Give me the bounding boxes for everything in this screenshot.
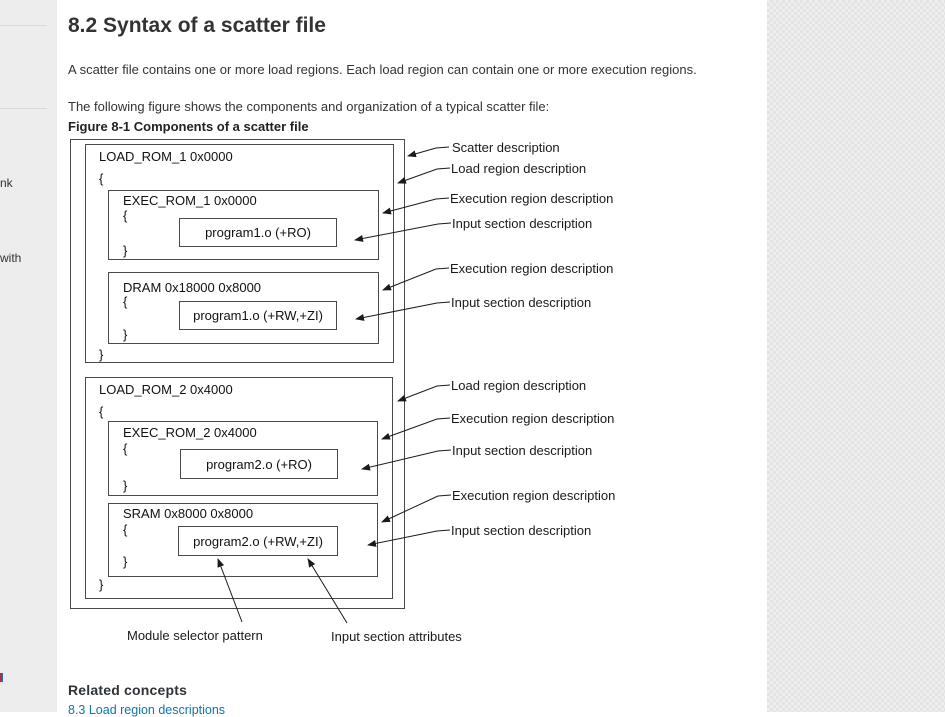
annotation-label: Input section description [452,443,593,458]
exec-region-2-title: DRAM 0x18000 0x8000 [123,280,262,295]
annotation-label: Execution region description [450,191,614,206]
annotation-label: Execution region description [452,488,616,503]
open-brace: { [123,522,128,537]
annotation-label: Load region description [451,378,587,393]
related-concept-link[interactable]: 8.3 Load region descriptions [68,703,226,717]
nav-sidebar: nk with [0,0,57,712]
background-texture-panel [767,0,945,712]
open-brace: { [99,171,104,186]
annotation-label: Execution region description [451,411,615,426]
scatter-file-diagram: LOAD_ROM_1 0x0000 { EXEC_ROM_1 0x0000 { … [57,0,767,712]
sidebar-item-fragment[interactable]: with [0,251,22,265]
exec-region-3-title: EXEC_ROM_2 0x4000 [123,425,257,440]
content-area: 8.2 Syntax of a scatter file A scatter f… [57,0,767,717]
annotation-label: Input section description [451,523,592,538]
close-brace: } [123,327,128,342]
close-brace: } [123,243,128,258]
open-brace: { [99,404,104,419]
figure-caption: Figure 8-1 Components of a scatter file [68,119,309,134]
input-section-4-box: program2.o (+RW,+ZI) [178,526,338,556]
intro-paragraph: A scatter file contains one or more load… [68,62,697,77]
annotation-label: Input section description [451,295,592,310]
related-concepts-heading: Related concepts [68,682,188,698]
page-title: 8.2 Syntax of a scatter file [68,14,326,37]
annotation-label: Load region description [451,161,587,176]
exec-region-4-title: SRAM 0x8000 0x8000 [123,506,254,521]
sidebar-divider [0,25,47,26]
input-section-2-box: program1.o (+RW,+ZI) [179,301,337,330]
input-section-3-box: program2.o (+RO) [180,449,338,479]
figure-intro-paragraph: The following figure shows the component… [68,99,550,114]
annotation-label: Execution region description [450,261,614,276]
load-region-1-title: LOAD_ROM_1 0x0000 [99,149,233,164]
close-brace: } [99,577,104,592]
open-brace: { [123,441,128,456]
document-icon[interactable] [0,673,3,682]
input-section-1-box: program1.o (+RO) [179,218,337,247]
close-brace: } [123,478,128,493]
open-brace: { [123,294,128,309]
exec-region-1-title: EXEC_ROM_1 0x0000 [123,193,257,208]
open-brace: { [123,208,128,223]
annotation-label: Input section description [452,216,593,231]
sidebar-item-fragment[interactable]: nk [0,176,13,190]
close-brace: } [99,347,104,362]
annotation-label: Module selector pattern [127,628,263,643]
annotation-label: Scatter description [452,140,560,155]
annotation-label: Input section attributes [331,629,462,644]
sidebar-divider [0,108,47,109]
close-brace: } [123,554,128,569]
load-region-2-title: LOAD_ROM_2 0x4000 [99,382,233,397]
